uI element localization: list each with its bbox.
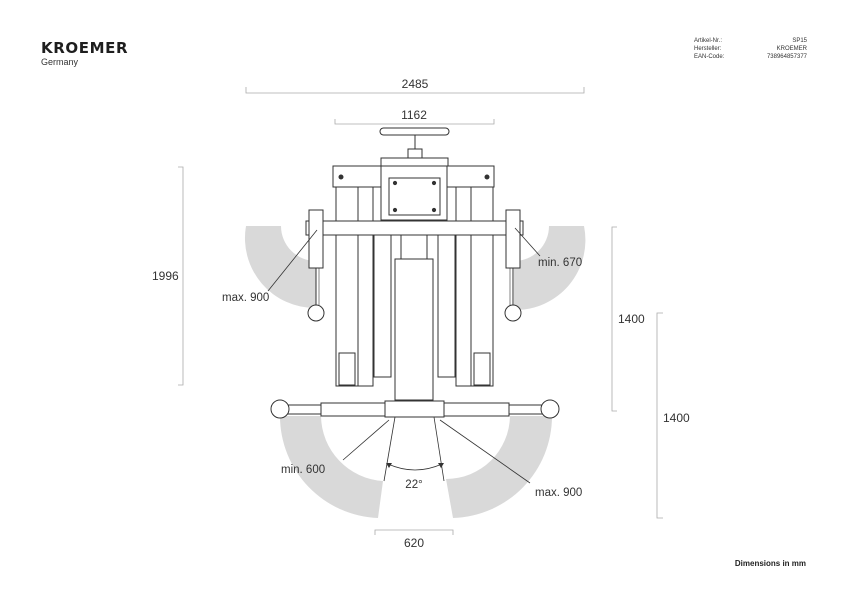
dim-label-1400-upper: 1400 (618, 312, 645, 326)
top-handle (379, 127, 450, 136)
lower-left-knob (270, 399, 290, 419)
dim-label-1162: 1162 (401, 108, 427, 122)
upper-left-arm (308, 209, 324, 269)
label-min-670-right: min. 670 (538, 257, 582, 269)
units-note: Dimensions in mm (734, 559, 806, 568)
meta-value: SP15 (792, 38, 807, 44)
dim-line-1400-lower (656, 312, 663, 519)
brand-logo: KROEMER (41, 39, 129, 57)
right-column-inner (455, 186, 472, 387)
swing-zone-upper-right (514, 226, 586, 311)
dim-line-2485 (245, 87, 585, 94)
lower-right-knob (540, 399, 560, 419)
angle-arrowheads (386, 463, 444, 468)
dim-line-620 (374, 529, 454, 535)
dim-label-1996: 1996 (152, 269, 179, 283)
lower-bar-right (508, 404, 544, 415)
upper-right-arm (505, 209, 521, 269)
swing-zone-upper-left (244, 226, 316, 309)
leader-min-600 (342, 419, 390, 461)
dim-line-1162 (334, 119, 495, 125)
meta-label: Artikel-Nr.: (694, 38, 723, 44)
upper-right-knob (504, 304, 522, 322)
dim-line-1400-upper (611, 226, 617, 412)
machine-body (270, 127, 560, 419)
leader-lines (267, 227, 541, 484)
swing-zone-lower-left (279, 416, 383, 518)
center-post (394, 258, 434, 401)
label-max-900-right: max. 900 (535, 487, 582, 499)
upper-crossbar (305, 220, 524, 236)
meta-label: EAN-Code: (694, 54, 725, 60)
left-column-inner (357, 186, 374, 387)
label-max-900-left: max. 900 (222, 292, 269, 304)
meta-row-manufacturer: Hersteller: KROEMER (694, 45, 807, 53)
label-min-600: min. 600 (281, 464, 325, 476)
upper-left-knob (307, 304, 325, 322)
brand-country: Germany (41, 57, 79, 67)
dim-line-1996 (178, 166, 184, 386)
meta-row-ean: EAN-Code: 738964857377 (694, 53, 807, 61)
dim-label-2485: 2485 (402, 77, 429, 91)
brand-block: KROEMER Germany (41, 39, 128, 68)
leader-min-670-right (514, 227, 541, 257)
meta-label: Hersteller: (694, 46, 722, 52)
lower-center-block (384, 400, 445, 418)
angle-arc (387, 463, 443, 471)
swing-zones (244, 226, 586, 518)
dimension-lines (178, 87, 663, 535)
leader-max-900-right (439, 419, 531, 484)
swing-zone-lower-right (446, 416, 553, 518)
leader-max-900-left (267, 229, 318, 292)
product-meta: Artikel-Nr.: SP15 Hersteller: KROEMER EA… (694, 37, 807, 61)
dim-label-620: 620 (404, 536, 424, 550)
dim-label-1400-lower: 1400 (663, 411, 690, 425)
lower-bar-left (287, 404, 322, 415)
meta-value: KROEMER (776, 46, 807, 52)
meta-row-article: Artikel-Nr.: SP15 (694, 37, 807, 45)
meta-value: 738964857377 (766, 54, 807, 60)
label-angle: 22° (405, 479, 422, 491)
